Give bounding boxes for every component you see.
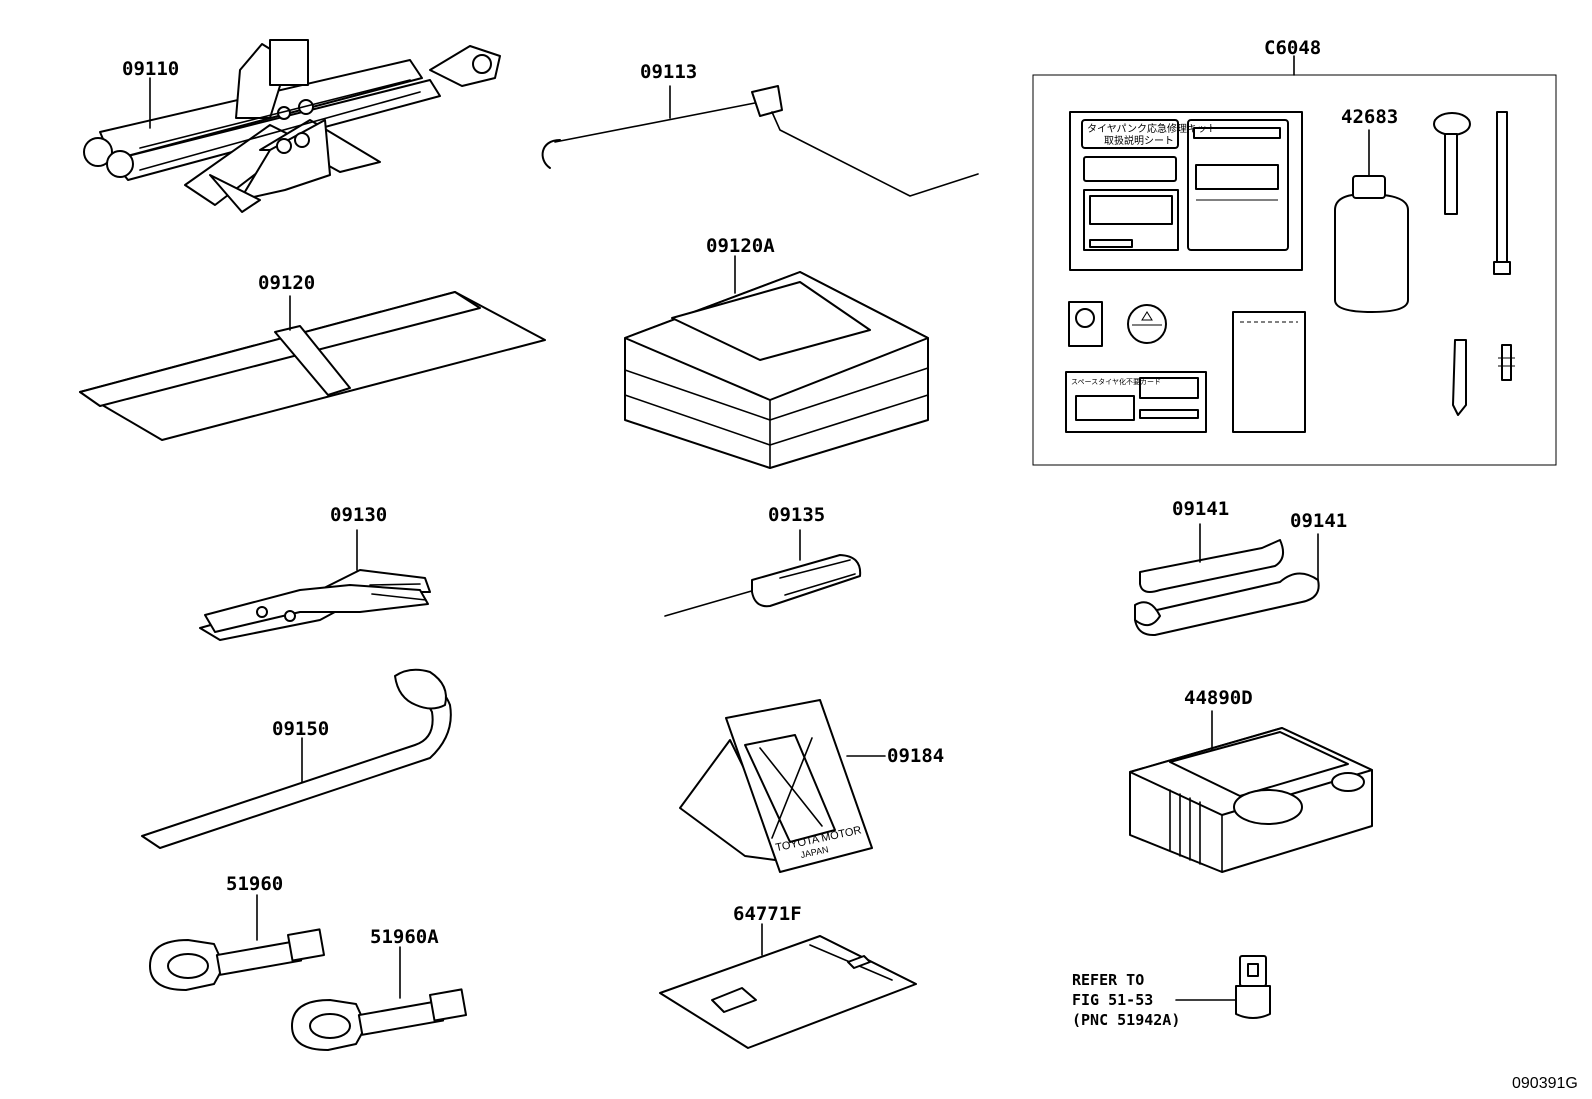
screwdriver-illustration [664, 529, 862, 617]
kit-card-text: スペースタイヤ化不要カード [1071, 377, 1161, 386]
label-09110: 09110 [122, 58, 179, 80]
reference-part-illustration [1175, 955, 1271, 1019]
label-42683: 42683 [1341, 106, 1398, 128]
scissor-jack-illustration [83, 39, 501, 213]
kit-sheet-title: タイヤパンク応急修理キット [1087, 122, 1217, 135]
kit-sheet-subtitle: 取扱説明シート [1104, 134, 1174, 147]
label-44890D: 44890D [1184, 687, 1253, 709]
wrenches-illustration [1134, 523, 1320, 637]
label-51960A: 51960A [370, 926, 439, 948]
towing-eye-a-illustration [291, 946, 468, 1051]
jack-handle-illustration [541, 85, 979, 197]
reference-note-line3: (PNC 51942A) [1072, 1011, 1180, 1029]
label-C6048: C6048 [1264, 37, 1321, 59]
figure-code: 090391G [1512, 1075, 1578, 1092]
label-09141-upper: 09141 [1172, 498, 1229, 520]
label-09120A: 09120A [706, 235, 775, 257]
repair-kit-box [1032, 55, 1557, 466]
tool-case-illustration [624, 255, 929, 469]
label-51960: 51960 [226, 873, 283, 895]
pouch-illustration [659, 923, 917, 1049]
pliers-illustration [199, 529, 431, 641]
wheel-wrench-illustration [141, 668, 452, 849]
label-09113: 09113 [640, 61, 697, 83]
compressor-illustration [1129, 710, 1373, 873]
label-64771F: 64771F [733, 903, 802, 925]
label-09141-lower: 09141 [1290, 510, 1347, 532]
tool-bag-illustration [79, 291, 546, 441]
reference-note-line1: REFER TO [1072, 971, 1144, 989]
towing-eye-illustration [149, 894, 326, 991]
label-09120: 09120 [258, 272, 315, 294]
reference-note-line2: FIG 51-53 [1072, 991, 1153, 1009]
warning-stand-illustration [679, 699, 886, 873]
label-09184: 09184 [887, 745, 944, 767]
label-09135: 09135 [768, 504, 825, 526]
label-09130: 09130 [330, 504, 387, 526]
label-09150: 09150 [272, 718, 329, 740]
